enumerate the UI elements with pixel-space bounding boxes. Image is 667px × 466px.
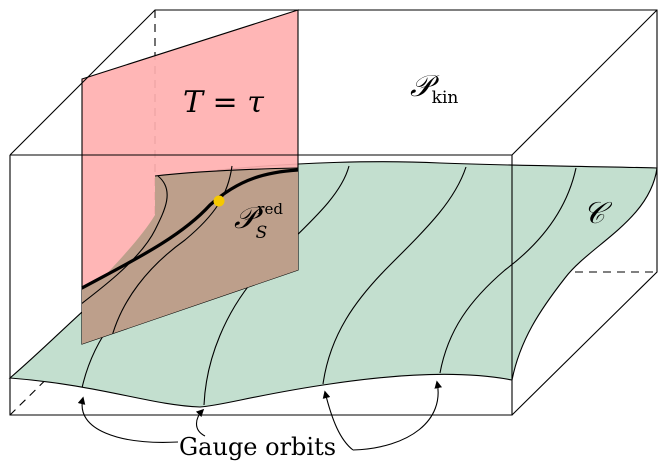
surface-patch-inside-plane	[82, 168, 298, 300]
gauge-orbit-arrows	[77, 380, 443, 451]
arrow-orbit-3	[322, 390, 354, 451]
surface-top-edge-in-plane	[154, 167, 298, 177]
surface-edge-in-plane	[82, 175, 168, 321]
arrow-orbit-4	[352, 380, 443, 451]
gauge-orbits-label: Gauge orbits	[179, 433, 336, 461]
box-visible-edges	[9, 9, 658, 416]
gauge-orbit	[439, 167, 577, 374]
hyperplane-label: T = τ	[183, 85, 264, 120]
gauge-orbit	[322, 166, 467, 385]
arrow-orbit-2	[195, 408, 206, 437]
hyperplane-surface-overlap	[82, 170, 298, 344]
kinematic-space-label: 𝒫kin	[410, 69, 458, 108]
arrow-orbit-1	[77, 396, 179, 443]
reduced-point	[213, 195, 225, 207]
reduced-phase-space-curve	[81, 168, 299, 290]
